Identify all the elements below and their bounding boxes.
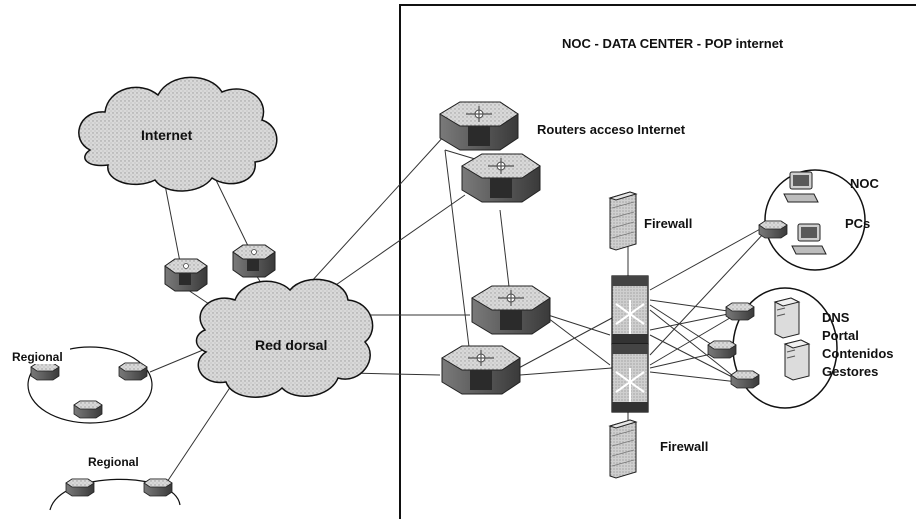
regional-2-label: Regional: [88, 455, 139, 469]
regional-1-label-bg: [10, 348, 70, 364]
backbone-cloud: Red dorsal: [195, 278, 374, 398]
datacenter-title: NOC - DATA CENTER - POP internet: [562, 36, 784, 51]
core-switch-1: [611, 275, 649, 345]
regional-1-router-a: [30, 362, 60, 381]
routers-access-label: Routers acceso Internet: [537, 122, 686, 137]
service-dns-label: DNS: [822, 310, 850, 325]
access-router-2: [461, 153, 541, 203]
core-router-2: [441, 345, 521, 395]
service-switch-3: [730, 370, 760, 389]
firewall-top-label: Firewall: [644, 216, 692, 231]
edge-router-1: [164, 258, 208, 292]
firewall-bottom-label: Firewall: [660, 439, 708, 454]
regional-2-ring: [49, 478, 181, 511]
regional-2-router-b: [143, 478, 173, 497]
core-router-1: [471, 285, 551, 335]
access-router-1: [439, 101, 519, 151]
server-2-icon: [784, 339, 810, 381]
service-portal-label: Portal: [822, 328, 859, 343]
backbone-cloud-label: Red dorsal: [255, 337, 327, 353]
service-contenidos-label: Contenidos: [822, 346, 894, 361]
edge-router-2: [232, 244, 276, 278]
internet-cloud-label: Internet: [141, 127, 193, 143]
internet-cloud: Internet: [78, 76, 278, 192]
core-switch-2: [611, 343, 649, 413]
firewall-bottom-icon: [609, 419, 637, 479]
regional-1-ring: [27, 346, 153, 424]
regional-1-label: Regional: [12, 350, 63, 364]
service-switch-1: [725, 302, 755, 321]
service-gestores-label: Gestores: [822, 364, 878, 379]
noc-switch: [758, 220, 788, 239]
regional-1-router-b: [118, 362, 148, 381]
service-switch-2: [707, 340, 737, 359]
server-1-icon: [774, 297, 800, 339]
noc-label: NOC: [850, 176, 880, 191]
firewall-top-icon: [609, 191, 637, 251]
pcs-label: PCs: [845, 216, 870, 231]
datacenter-frame: [399, 4, 916, 519]
regional-1-router-c: [73, 400, 103, 419]
regional-2-router-a: [65, 478, 95, 497]
